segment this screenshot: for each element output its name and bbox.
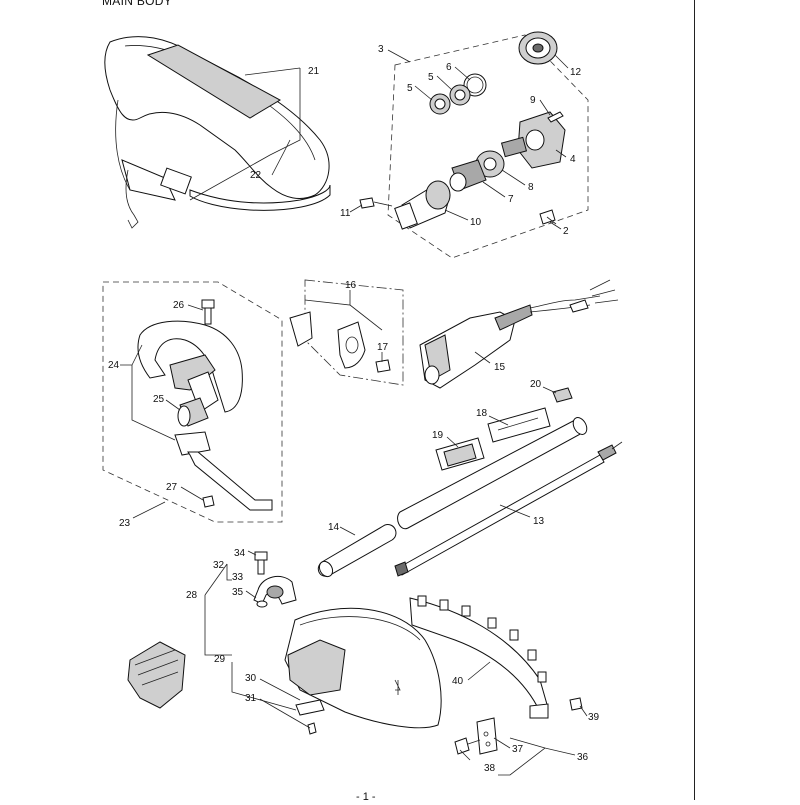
- callout-9: 9: [530, 95, 536, 106]
- callout-20: 20: [530, 379, 542, 390]
- callout-17: 17: [377, 342, 389, 353]
- page-number: - 1 -: [356, 791, 376, 803]
- gear-7: [449, 159, 487, 192]
- callout-4: 4: [570, 154, 576, 165]
- handle-bracket: [174, 431, 273, 511]
- screw-9: [547, 111, 564, 123]
- callout-26: 26: [173, 300, 185, 311]
- screw-17: [375, 359, 391, 373]
- callout-21: 21: [308, 66, 320, 77]
- callout-40: 40: [452, 676, 464, 687]
- callout-5b: 5: [407, 83, 413, 94]
- bolt-34: [254, 551, 268, 575]
- callout-10: 10: [470, 217, 482, 228]
- callout-12: 12: [570, 67, 582, 78]
- main-pipe: [397, 417, 588, 530]
- callout-3: 3: [378, 44, 384, 55]
- blade-guard: [284, 607, 442, 729]
- callout-27: 27: [166, 482, 178, 493]
- throttle-grip: [419, 279, 619, 389]
- callout-15: 15: [494, 362, 506, 373]
- callout-33: 33: [232, 572, 244, 583]
- callout-2: 2: [563, 226, 569, 237]
- clutch-housing: [500, 111, 566, 169]
- nut-27: [202, 495, 215, 508]
- callout-37: 37: [512, 744, 524, 755]
- callout-19: 19: [432, 430, 444, 441]
- callout-numbers: 21 22 3 6 5 5 12 9 4 8 7 10 11 2 16 17 1…: [108, 44, 600, 774]
- protector-tube-14: [317, 524, 397, 578]
- grip-sleeve-25: [177, 397, 209, 427]
- clamp-16: [289, 311, 366, 369]
- handle-group-outline: [102, 281, 283, 523]
- clutch-drum: [518, 31, 558, 65]
- callout-39: 39: [588, 712, 600, 723]
- clamp-group-outline: [304, 279, 404, 386]
- callout-5a: 5: [428, 72, 434, 83]
- callout-23: 23: [119, 518, 131, 529]
- washer-35: [256, 600, 268, 608]
- guard-extension-40: [409, 595, 549, 719]
- section-title: MAIN BODY: [102, 0, 173, 8]
- callout-28: 28: [186, 590, 198, 601]
- plate-39: [569, 697, 583, 711]
- callout-11: 11: [340, 208, 351, 219]
- callout-34: 34: [234, 548, 246, 559]
- leader-lines: [120, 49, 588, 776]
- callout-22: 22: [250, 170, 262, 181]
- callout-32: 32: [213, 560, 225, 571]
- callout-16: 16: [345, 280, 357, 291]
- callout-18: 18: [476, 408, 488, 419]
- drive-shaft: [394, 441, 623, 577]
- ball-bearings: [429, 84, 471, 115]
- callout-7: 7: [508, 194, 514, 205]
- callout-30: 30: [245, 673, 257, 684]
- callout-24: 24: [108, 360, 120, 371]
- pipe-clamp-33: [253, 575, 297, 605]
- bolt-38: [454, 737, 481, 755]
- callout-36: 36: [577, 752, 589, 763]
- clamp-tube-10: [394, 180, 451, 230]
- callout-38: 38: [484, 763, 496, 774]
- callout-29: 29: [214, 654, 226, 665]
- page-margin-rule: [694, 0, 695, 800]
- callout-8: 8: [528, 182, 534, 193]
- shoulder-harness: [104, 36, 331, 229]
- bolt-26: [201, 299, 215, 325]
- gear-case: [127, 641, 186, 709]
- callout-6: 6: [446, 62, 452, 73]
- clutch-group-outline: [387, 34, 589, 259]
- callout-13: 13: [533, 516, 545, 527]
- callout-31: 31: [245, 693, 257, 704]
- callout-14: 14: [328, 522, 340, 533]
- bolt-11: [359, 197, 393, 209]
- callout-25: 25: [153, 394, 165, 405]
- callout-35: 35: [232, 587, 244, 598]
- cutter-blade-37: [476, 717, 498, 755]
- bolt-2: [539, 209, 557, 225]
- label-18: [487, 407, 551, 443]
- label-19: [435, 437, 485, 471]
- loop-handle: [137, 320, 243, 413]
- screw-31: [307, 722, 317, 735]
- plate-30: [295, 699, 325, 716]
- label-20: [552, 387, 573, 403]
- spacer-8: [475, 150, 505, 178]
